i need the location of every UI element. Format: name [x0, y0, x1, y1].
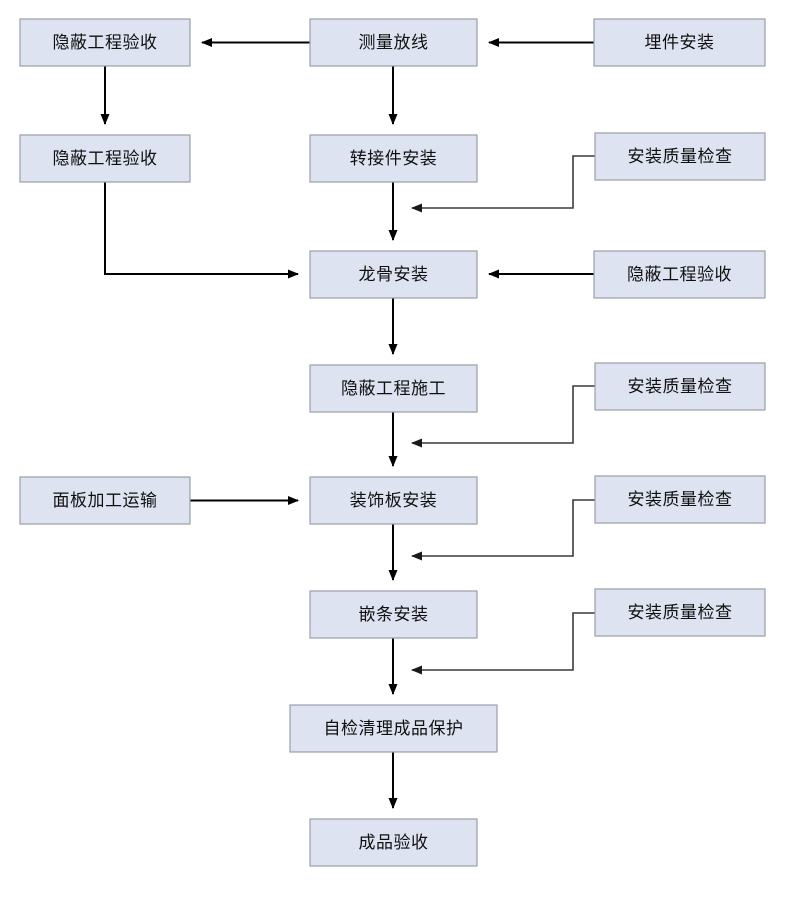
node-label: 装饰板安装	[350, 491, 438, 510]
node-label: 测量放线	[359, 33, 429, 52]
node-decorative-panel-install[interactable]: 装饰板安装	[309, 476, 478, 525]
node-label: 隐蔽工程验收	[53, 149, 158, 168]
node-quality-check-4[interactable]: 安装质量检查	[594, 588, 766, 637]
node-box	[19, 134, 191, 183]
node-label: 安装质量检查	[628, 490, 733, 509]
node-label: 嵌条安装	[359, 605, 429, 624]
node-box	[309, 590, 478, 639]
node-box	[309, 364, 478, 413]
node-label: 安装质量检查	[628, 603, 733, 622]
node-panel-fabrication-transport[interactable]: 面板加工运输	[19, 476, 191, 525]
node-adapter-install[interactable]: 转接件安装	[309, 134, 478, 183]
node-box	[309, 818, 478, 867]
node-box	[594, 588, 766, 637]
edge-hidden2-to-keel	[104, 182, 299, 279]
node-selfcheck-clean-protect[interactable]: 自检清理成品保护	[289, 704, 498, 753]
node-hidden-acceptance-2[interactable]: 隐蔽工程验收	[19, 134, 191, 183]
node-label: 安装质量检查	[628, 147, 733, 166]
node-survey-layout[interactable]: 测量放线	[309, 18, 478, 67]
node-hidden-acceptance-3[interactable]: 隐蔽工程验收	[593, 250, 766, 299]
node-label: 自检清理成品保护	[324, 719, 464, 738]
node-inlay-strip-install[interactable]: 嵌条安装	[309, 590, 478, 639]
node-final-product-acceptance[interactable]: 成品验收	[309, 818, 478, 867]
node-quality-check-3[interactable]: 安装质量检查	[594, 475, 766, 524]
node-box	[19, 18, 191, 67]
node-box	[594, 132, 766, 181]
node-box	[309, 18, 478, 67]
node-box	[594, 362, 766, 411]
node-box	[593, 250, 766, 299]
node-quality-check-1[interactable]: 安装质量检查	[594, 132, 766, 181]
node-label: 隐蔽工程验收	[53, 33, 158, 52]
node-hidden-construction[interactable]: 隐蔽工程施工	[309, 364, 478, 413]
node-label: 成品验收	[359, 833, 429, 852]
node-hidden-acceptance-1[interactable]: 隐蔽工程验收	[19, 18, 191, 67]
edge-quality3-to-panel-strip-line	[411, 499, 595, 561]
node-box	[289, 704, 498, 753]
edge-quality2-to-construct-panel-line	[411, 385, 595, 448]
node-box	[309, 476, 478, 525]
node-label: 面板加工运输	[53, 491, 158, 510]
edge-quality4-to-strip-selfcheck-line	[411, 612, 595, 675]
node-box	[309, 134, 478, 183]
node-label: 龙骨安装	[359, 265, 429, 284]
node-quality-check-2[interactable]: 安装质量检查	[594, 362, 766, 411]
node-label: 隐蔽工程验收	[627, 265, 732, 284]
node-label: 转接件安装	[350, 149, 438, 168]
edge-quality1-to-adapter-keel-line	[411, 155, 595, 213]
node-label: 埋件安装	[645, 33, 715, 52]
node-box	[19, 476, 191, 525]
node-box	[593, 18, 766, 67]
node-box	[309, 250, 478, 299]
node-embedded-part-install[interactable]: 埋件安装	[593, 18, 766, 67]
node-label: 安装质量检查	[628, 377, 733, 396]
node-box	[594, 475, 766, 524]
node-keel-install[interactable]: 龙骨安装	[309, 250, 478, 299]
node-label: 隐蔽工程施工	[341, 379, 446, 398]
